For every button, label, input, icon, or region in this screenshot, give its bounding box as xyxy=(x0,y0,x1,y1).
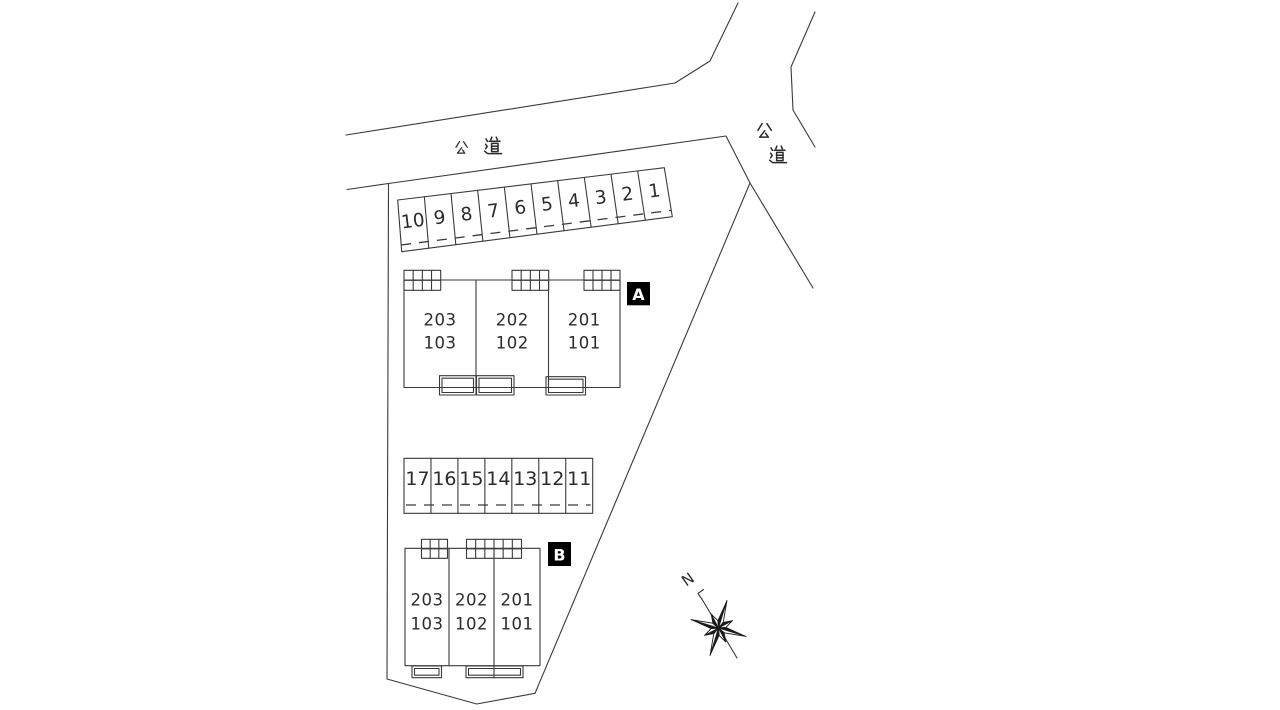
building-a-label-bg xyxy=(627,282,650,306)
kanji-stroke xyxy=(769,152,773,159)
unit-number-lower: 101 xyxy=(568,334,601,353)
property-left-boundary xyxy=(386,182,390,680)
entrance-porch-inner xyxy=(547,378,584,394)
parking-space-number: 15 xyxy=(459,468,483,490)
building-a-label: A xyxy=(632,285,645,304)
parking-space-divider xyxy=(450,192,457,246)
unit-number-upper: 201 xyxy=(568,311,601,330)
road-label-kanji xyxy=(483,136,503,155)
kanji-stroke xyxy=(462,141,468,148)
parking-space-number: 2 xyxy=(621,184,635,206)
kanji-stroke xyxy=(483,150,503,155)
parking-space-divider xyxy=(557,180,565,232)
kanji-stroke xyxy=(456,147,463,154)
road-label-kanji xyxy=(757,122,773,138)
property-right-boundary xyxy=(534,182,751,694)
kanji-stroke xyxy=(455,141,461,148)
parking-row-outline xyxy=(397,167,673,253)
property-top-boundary xyxy=(346,135,814,289)
unit-number-upper: 203 xyxy=(411,591,444,610)
compass-rose xyxy=(690,588,747,659)
parking-space-number: 1 xyxy=(647,180,661,202)
top-road-upper-edge xyxy=(345,2,739,136)
parking-space-number: 14 xyxy=(486,468,510,490)
kanji-stroke xyxy=(768,159,788,164)
unit-number-upper: 202 xyxy=(455,591,488,610)
building-b: 203 103 202 102 201 101 xyxy=(404,538,541,679)
entrance-porch xyxy=(411,665,443,679)
kanji-stroke xyxy=(490,142,499,153)
parking-space-number: 10 xyxy=(400,210,426,234)
building-a-label-box: A xyxy=(627,282,650,306)
parking-space-number: 17 xyxy=(405,468,429,490)
parking-space-divider xyxy=(530,183,538,235)
parking-space-number: 13 xyxy=(513,468,537,490)
entrance-porch-inner xyxy=(478,377,513,394)
parking-row-outline xyxy=(403,457,594,514)
entrance-porch xyxy=(465,665,524,679)
parking-space-number: 8 xyxy=(459,204,473,226)
road-label-kanji xyxy=(455,141,468,154)
unit-number-lower: 102 xyxy=(496,334,529,353)
kanji-stroke xyxy=(775,151,784,162)
road-label-kanji xyxy=(768,145,788,164)
parking-space-divider xyxy=(637,170,646,221)
parking-space-number: 6 xyxy=(513,197,527,219)
parking-space-divider xyxy=(423,196,430,249)
parking-space-number: 11 xyxy=(567,468,591,490)
kanji-stroke xyxy=(484,143,488,150)
kanji-stroke xyxy=(757,122,763,132)
kanji-stroke xyxy=(759,132,770,138)
entrance-porch xyxy=(475,375,515,396)
kanji-stroke xyxy=(485,138,489,143)
unit-number-upper: 203 xyxy=(424,311,457,330)
right-road-right-edge xyxy=(790,11,816,148)
kanji-stroke xyxy=(770,147,774,152)
property-bottom-boundary xyxy=(386,678,536,705)
compass-star xyxy=(690,600,747,656)
unit-number-lower: 102 xyxy=(455,615,488,634)
building-b-label: B xyxy=(553,546,565,565)
parking-space-number: 3 xyxy=(594,187,608,209)
compass-north-label: N xyxy=(678,569,698,590)
building-a: 203 103 202 102 201 101 xyxy=(403,269,621,396)
kanji-stroke xyxy=(780,145,784,150)
parking-space-divider xyxy=(503,186,511,239)
kanji-stroke xyxy=(495,136,499,141)
unit-number-upper: 202 xyxy=(496,311,529,330)
parking-space-number: 5 xyxy=(540,194,554,216)
building-b-label-box: B xyxy=(548,542,571,566)
roads-and-boundaries xyxy=(345,2,816,705)
parking-space-number: 12 xyxy=(540,468,564,490)
unit-number-upper: 201 xyxy=(501,591,534,610)
kanji-stroke xyxy=(766,122,773,132)
entrance-porch-inner xyxy=(441,377,475,394)
unit-number-lower: 103 xyxy=(411,615,444,634)
kanji-stroke xyxy=(490,136,493,141)
parking-space-divider xyxy=(610,173,619,225)
parking-space-number: 4 xyxy=(567,190,581,212)
building-b-label-bg xyxy=(548,542,571,566)
parking-space-number: 16 xyxy=(432,468,456,490)
parking-space-divider xyxy=(477,189,484,242)
parking-space-number: 7 xyxy=(486,200,500,222)
wheel-stop-dashed-line xyxy=(401,209,672,246)
public-road-label-top xyxy=(455,136,503,155)
entrance-porch-inner xyxy=(467,667,522,676)
kanji-stroke xyxy=(456,149,466,154)
public-road-label-right xyxy=(757,122,788,164)
entrance-porch xyxy=(545,376,587,396)
entrance-porch-inner xyxy=(413,667,440,676)
kanji-stroke xyxy=(759,129,766,138)
compass-point-light-half xyxy=(710,613,719,629)
parking-space-divider xyxy=(583,176,592,228)
parking-space-number: 9 xyxy=(433,207,447,229)
unit-number-lower: 101 xyxy=(501,615,534,634)
compass-needle-barb xyxy=(697,588,705,601)
unit-number-lower: 103 xyxy=(424,334,457,353)
kanji-stroke xyxy=(775,145,778,150)
